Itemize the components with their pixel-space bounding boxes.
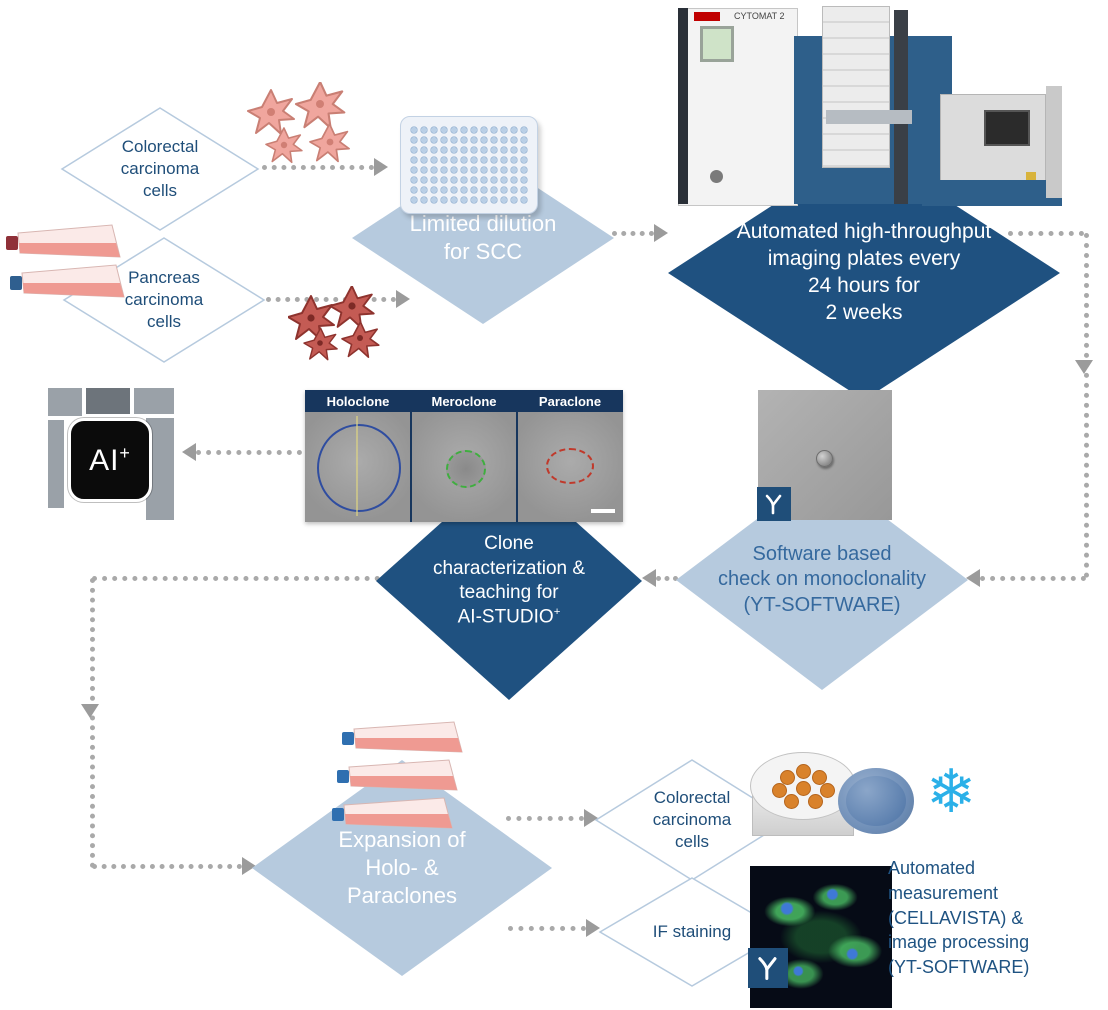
node-label: Expansion of Holo- & Paraclones: [338, 826, 466, 909]
logo-bg-shape: [134, 388, 174, 414]
arrowhead-right-icon: [374, 158, 388, 176]
connector-imaging-right: [1008, 231, 1084, 236]
logo-bg-shape: [48, 420, 64, 508]
arrowhead-right-icon: [584, 809, 598, 827]
single-cell: [816, 450, 833, 467]
cryo-storage-image: [750, 750, 916, 858]
connector-expansion-to-if: [508, 926, 586, 931]
node-expansion: Expansion of Holo- & Paraclones: [252, 760, 552, 976]
meroclone-outline: [445, 450, 486, 488]
robot-tower: [822, 6, 890, 168]
cryo-vial: [808, 794, 823, 809]
cryo-vial: [784, 794, 799, 809]
snowflake-icon: ❄: [926, 758, 977, 825]
brand-badge: [694, 12, 720, 21]
connector-clones-to-ailogo: [196, 450, 302, 455]
connector-dilution-to-imaging: [612, 231, 654, 236]
cellavista-annotation: Automated measurement (CELLAVISTA) & ima…: [888, 858, 1030, 978]
arrowhead-right-icon: [396, 290, 410, 308]
paraclone-panel: [518, 412, 624, 522]
holoclone-panel: [305, 412, 410, 522]
node-colorectal-carcinoma-top: Colorectal carcinoma cells: [62, 108, 258, 230]
ai-plus-badge: AI+: [68, 418, 152, 502]
logo-bg-shape: [86, 388, 130, 414]
node-label: Automated high-throughput imaging plates…: [736, 220, 992, 324]
node-label: IF staining: [652, 922, 732, 942]
paraclone-outline: [546, 448, 595, 484]
plate-wells: [409, 125, 529, 205]
arrowhead-right-icon: [242, 857, 256, 875]
node-if-staining: IF staining: [600, 878, 784, 986]
connector-pancreas-to-dilution: [266, 297, 396, 302]
expansion-flasks-image: [332, 718, 466, 836]
panel-label-paraclone: Paraclone: [538, 393, 602, 409]
imager-screen: [984, 110, 1030, 146]
connector-right-edge-down: [1084, 233, 1089, 578]
yt-software-logo: [748, 948, 788, 988]
node-automated-imaging: Automated high-throughput imaging plates…: [668, 146, 1060, 400]
node-label: Colorectal carcinoma cells: [652, 788, 732, 851]
arrowhead-right-icon: [586, 919, 600, 937]
arrowhead-right-icon: [654, 224, 668, 242]
cryo-vial: [796, 764, 811, 779]
arrowhead-left-icon: [182, 443, 196, 461]
robot-arm: [826, 110, 912, 124]
node-label: Software based check on monoclonality (Y…: [718, 542, 926, 616]
cryo-vial: [780, 770, 795, 785]
connector-monoclonality-to-clone: [656, 576, 678, 581]
scan-line: [356, 416, 358, 516]
incubator-screen: [700, 26, 734, 62]
imager-base: [922, 180, 1062, 206]
arrowhead-left-icon: [642, 569, 656, 587]
pancreas-cells-image: [287, 285, 403, 371]
arrowhead-left-icon: [966, 569, 980, 587]
cryo-vial: [820, 783, 835, 798]
connector-to-monoclonality: [980, 576, 1086, 581]
arrowhead-down-icon: [81, 704, 99, 718]
clone-panels-header: Holoclone Meroclone Paraclone: [305, 390, 623, 412]
incubator-cabinet: [678, 8, 798, 206]
well-plate-image: [400, 116, 538, 214]
panel-label-meroclone: Meroclone: [431, 393, 497, 409]
node-label: Limited dilution for SCC: [409, 210, 557, 264]
side-unit: [1046, 86, 1062, 198]
panel-label-holoclone: Holoclone: [326, 393, 390, 409]
cryo-vial: [812, 770, 827, 785]
connector-clone-left: [92, 576, 380, 581]
detail-yellow: [1026, 172, 1036, 180]
connector-to-expansion: [92, 864, 242, 869]
cryo-vial: [772, 783, 787, 798]
scale-bar: [591, 509, 616, 513]
robot-pillar: [894, 10, 908, 204]
yt-software-logo: [757, 487, 791, 521]
connector-expansion-to-colorectal: [506, 816, 584, 821]
cryo-vial: [796, 781, 811, 796]
arrowhead-down-icon: [1075, 360, 1093, 374]
culture-flasks-image: [6, 220, 128, 300]
clone-panels-image: Holoclone Meroclone Paraclone: [305, 390, 624, 522]
holoclone-outline: [317, 424, 401, 512]
meroclone-panel: [411, 412, 517, 522]
incubator-port: [710, 170, 723, 183]
node-monoclonality-check: Software based check on monoclonality (Y…: [676, 470, 968, 690]
ai-studio-logo: AI+: [46, 386, 178, 522]
colorectal-cells-image: [246, 80, 376, 177]
ai-plus-label: AI+: [89, 442, 131, 477]
connector-left-edge-down: [90, 578, 95, 868]
logo-bg-shape: [48, 388, 82, 416]
instrument-image: CYTOMAT 2: [676, 2, 1064, 208]
cabinet-edge: [678, 8, 688, 204]
instrument-model-label: CYTOMAT 2: [734, 11, 785, 21]
node-label: Pancreas carcinoma cells: [124, 268, 204, 331]
connector-colorectal-to-plate: [262, 165, 374, 170]
node-label: Colorectal carcinoma cells: [120, 137, 200, 200]
node-label: Clone characterization & teaching for AI…: [432, 533, 586, 628]
cryo-lid: [838, 768, 914, 834]
